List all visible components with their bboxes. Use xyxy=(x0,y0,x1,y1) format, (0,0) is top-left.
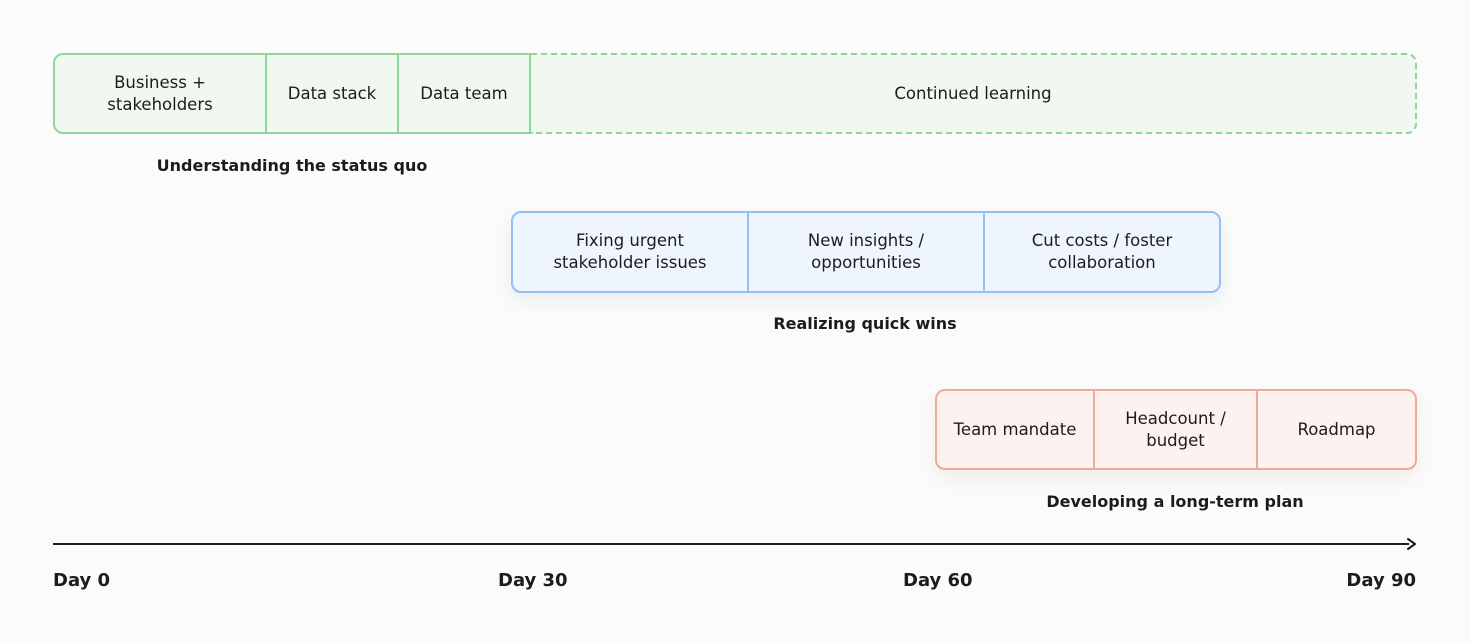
axis-arrow-icon xyxy=(1407,538,1416,550)
cell-continued-learning: Continued learning xyxy=(531,53,1417,134)
cell-team-mandate: Team mandate xyxy=(937,391,1095,468)
tick-day-0: Day 0 xyxy=(53,570,111,591)
cell-headcount-budget: Headcount / budget xyxy=(1095,391,1258,468)
status-quo-label: Understanding the status quo xyxy=(156,156,428,175)
cell-roadmap: Roadmap xyxy=(1297,419,1376,439)
cell-data-stack: Data stack xyxy=(267,55,399,132)
long-term-label: Developing a long-term plan xyxy=(1046,492,1304,511)
cell-new-insights: New insights / opportunities xyxy=(749,213,985,291)
tick-day-30: Day 30 xyxy=(498,570,568,591)
status-quo-phase: Business + stakeholders Data stack Data … xyxy=(53,53,1417,134)
timeline-axis xyxy=(53,543,1409,545)
cell-fixing-urgent-issues: Fixing urgent stakeholder issues xyxy=(513,213,749,291)
quick-wins-phase: Fixing urgent stakeholder issues New ins… xyxy=(511,211,1221,293)
cell-cut-costs: Cut costs / foster collaboration xyxy=(1031,231,1173,272)
status-quo-cells: Business + stakeholders Data stack Data … xyxy=(53,53,531,134)
tick-day-90: Day 90 xyxy=(1346,570,1416,591)
quick-wins-label: Realizing quick wins xyxy=(773,314,957,333)
tick-day-60: Day 60 xyxy=(903,570,973,591)
long-term-phase: Team mandate Headcount / budget Roadmap xyxy=(935,389,1417,470)
cell-data-team: Data team xyxy=(399,55,531,132)
cell-business-stakeholders: Business + stakeholders xyxy=(55,55,267,132)
